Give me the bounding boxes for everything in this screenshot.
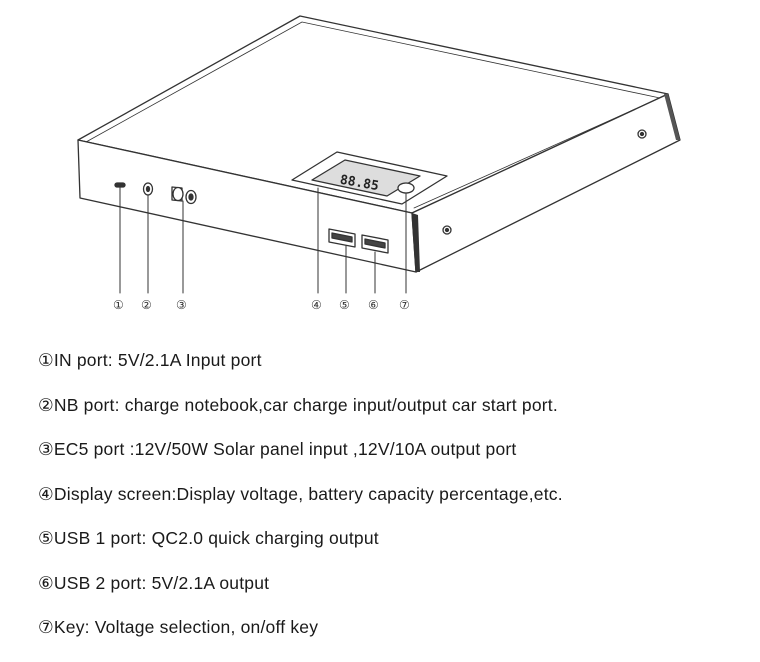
callout-4: ④ — [311, 298, 322, 312]
display-readout: 88.85 — [339, 173, 380, 195]
callout-2: ② — [141, 298, 152, 312]
display-screen — [311, 159, 421, 197]
callout-3: ③ — [176, 298, 187, 312]
callout-6: ⑥ — [368, 298, 379, 312]
legend-item-display-screen: ④Display screen:Display voltage, battery… — [38, 483, 563, 504]
callout-numbers: ① ② ③ ④ ⑤ ⑥ ⑦ — [113, 298, 410, 312]
usb2-port-icon — [361, 234, 389, 254]
legend-item-usb2-port: ⑥USB 2 port: 5V/2.1A output — [38, 572, 270, 593]
device-top-bevel — [85, 21, 661, 209]
callout-1: ① — [113, 298, 124, 312]
device-diagram: 88.85 ① ② ③ ④ ⑤ ⑥ ⑦ — [77, 15, 681, 312]
nb-port-inner — [145, 185, 151, 193]
device-corner-shadow — [664, 94, 680, 140]
in-port-icon — [114, 182, 126, 188]
legend-item-in-port: ①IN port: 5V/2.1A Input port — [38, 350, 262, 370]
callout-7: ⑦ — [399, 298, 410, 312]
ec5-port-icon — [171, 186, 197, 205]
screw-icon — [442, 225, 452, 235]
legend-item-nb-port: ②NB port: charge notebook,car charge inp… — [38, 394, 558, 415]
leader-lines — [119, 186, 407, 294]
callout-5: ⑤ — [339, 298, 350, 312]
legend-item-usb1-port: ⑤USB 1 port: QC2.0 quick charging output — [38, 528, 379, 548]
usb1-port-icon — [328, 228, 356, 248]
legend-item-ec5-port: ③EC5 port :12V/50W Solar panel input ,12… — [38, 439, 517, 459]
device-right-shadow — [412, 213, 420, 272]
port-legend: ①IN port: 5V/2.1A Input port ②NB port: c… — [38, 338, 748, 650]
legend-item-key: ⑦Key: Voltage selection, on/off key — [38, 617, 319, 637]
power-key-button — [397, 182, 415, 194]
screw-icon — [637, 129, 647, 139]
